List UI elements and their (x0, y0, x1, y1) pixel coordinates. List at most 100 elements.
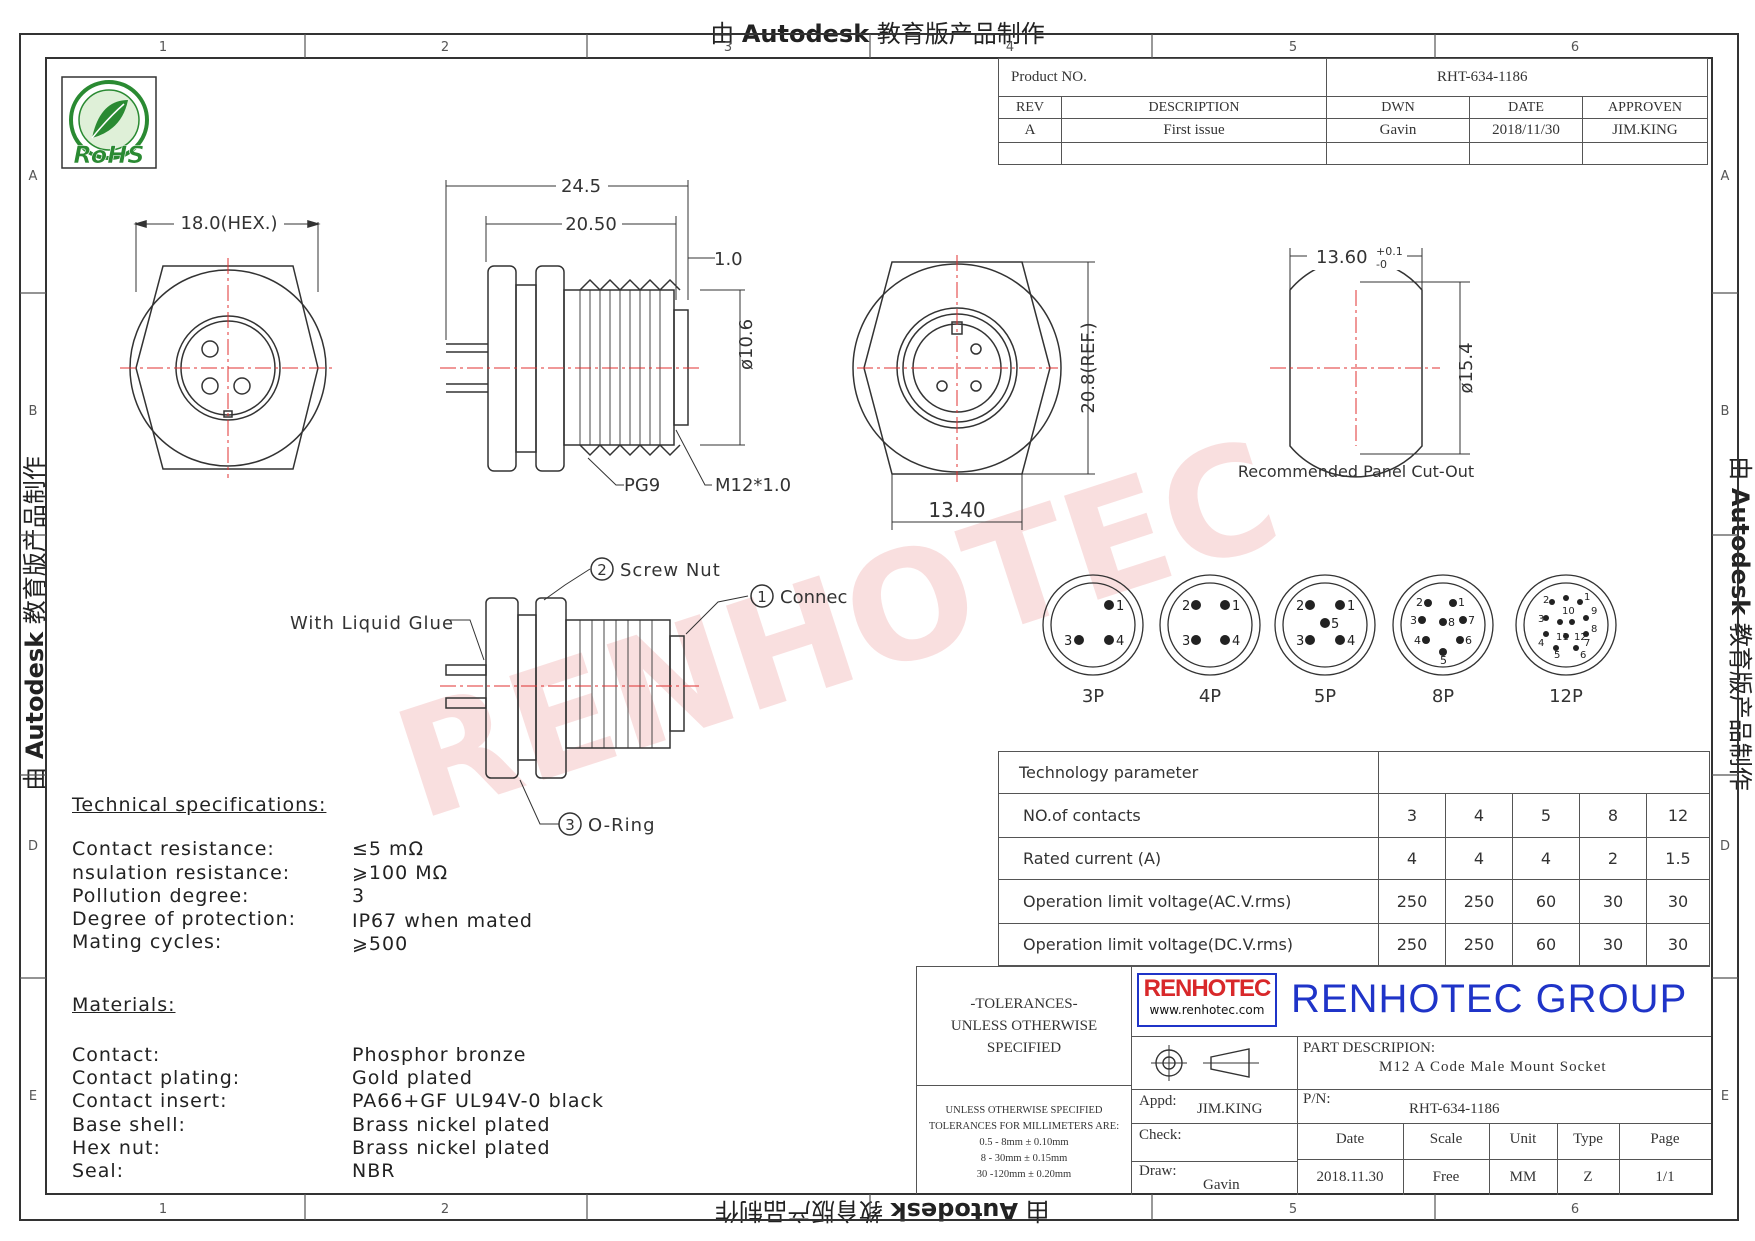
svg-text:3: 3 (1296, 634, 1304, 649)
svg-text:5: 5 (1554, 650, 1560, 661)
renhotec-logo: RENHOTEC www.renhotec.com (1137, 973, 1277, 1027)
svg-text:4: 4 (1414, 634, 1421, 647)
mat-v-2: PA66+GF UL94V-0 black (352, 1090, 604, 1112)
zone-col-6b: 6 (1571, 1202, 1579, 1217)
callout-2-num: 2 (597, 561, 607, 579)
svg-text:4: 4 (1347, 634, 1355, 649)
svg-text:4: 4 (1538, 638, 1544, 649)
pin-label-5p: 5P (1314, 686, 1336, 707)
dim-cutout-w: 13.60 (1316, 247, 1368, 268)
company-name: RENHOTEC GROUP (1291, 977, 1688, 1021)
spec-k-0: Contact resistance: (72, 838, 275, 860)
svg-text:2: 2 (1543, 595, 1549, 606)
pin-layouts (1042, 574, 1617, 676)
materials-heading: Materials: (72, 994, 176, 1016)
mat-k-1: Contact plating: (72, 1067, 241, 1089)
mat-v-3: Brass nickel plated (352, 1114, 551, 1136)
svg-text:5: 5 (1331, 617, 1339, 632)
bottom-title-block: -TOLERANCES- UNLESS OTHERWISE SPECIFIED … (916, 966, 1711, 1195)
zone-col-2: 2 (441, 40, 449, 55)
appd-label: Appd: (1139, 1093, 1177, 1109)
zone-col-1: 1 (159, 40, 167, 55)
tol-line-2: TOLERANCES FOR MILLIMETERS ARE: (928, 1121, 1120, 1132)
zone-col-5b: 5 (1289, 1202, 1297, 1217)
mat-k-0: Contact: (72, 1044, 161, 1066)
mat-v-1: Gold plated (352, 1067, 473, 1089)
tol-title-3: SPECIFIED (986, 1040, 1062, 1056)
svg-text:11: 11 (1556, 632, 1569, 643)
pin-dots (1074, 595, 1589, 656)
zone-col-4: 4 (1006, 40, 1014, 55)
dim-dia-thread: ø10.6 (736, 319, 757, 370)
dim-ref: 20.8(REF.) (1078, 322, 1099, 413)
svg-text:3: 3 (1182, 634, 1190, 649)
svg-text:1: 1 (1347, 599, 1355, 614)
callout-connector: Connec (780, 587, 847, 608)
tech-title: Technology parameter (998, 751, 1379, 794)
svg-text:2: 2 (1296, 599, 1304, 614)
callout-o-ring: O-Ring (588, 815, 656, 836)
specs-heading: Technical specifications: (72, 794, 327, 816)
mat-k-3: Base shell: (72, 1114, 186, 1136)
mat-k-4: Hex nut: (72, 1137, 161, 1159)
svg-text:1: 1 (1116, 599, 1124, 614)
rohs-logo-icon: RoHS (61, 76, 157, 169)
mat-k-2: Contact insert: (72, 1090, 228, 1112)
svg-text:1: 1 (1584, 592, 1590, 603)
svg-text:3: 3 (1410, 614, 1417, 627)
draw-value: Gavin (1203, 1177, 1240, 1193)
tech-parameter-table: Technology parameter NO.of contacts 3 4 … (998, 751, 1710, 966)
pn-label: P/N: (1303, 1091, 1331, 1107)
spec-v-1: ⩾100 MΩ (352, 862, 449, 884)
zone-row-e-r: E (1721, 1089, 1729, 1104)
tol-title-1: -TOLERANCES- (970, 996, 1078, 1012)
spec-v-3: IP67 when mated (352, 910, 533, 932)
part-desc-label: PART DESCRIPION: (1303, 1040, 1436, 1056)
dim-hex: 18.0(HEX.) (180, 213, 277, 234)
check-label: Check: (1139, 1127, 1182, 1143)
zone-row-a: A (29, 169, 38, 184)
svg-text:4: 4 (1116, 634, 1124, 649)
zone-col-1b: 1 (159, 1202, 167, 1217)
projection-symbol-icon (1151, 1045, 1259, 1081)
svg-text:8: 8 (1448, 616, 1455, 629)
mat-v-5: NBR (352, 1160, 396, 1182)
svg-text:RoHS: RoHS (73, 141, 144, 169)
pin-label-8p: 8P (1432, 686, 1454, 707)
svg-text:4: 4 (1232, 634, 1240, 649)
zone-row-d-r: D (1720, 839, 1730, 854)
mat-k-5: Seal: (72, 1160, 125, 1182)
dim-cutout-dia: ø15.4 (1456, 342, 1477, 393)
zone-row-e: E (29, 1089, 37, 1104)
zone-col-2b: 2 (441, 1202, 449, 1217)
callout-glue: With Liquid Glue (290, 613, 454, 634)
zone-row-b-r: B (1721, 404, 1730, 419)
dim-pg: PG9 (624, 475, 660, 496)
tol-line-1: UNLESS OTHERWISE SPECIFIED (945, 1105, 1103, 1116)
zone-row-d: D (28, 839, 38, 854)
spec-k-2: Pollution degree: (72, 885, 250, 907)
zone-col-5: 5 (1289, 40, 1297, 55)
spec-k-4: Mating cycles: (72, 931, 223, 953)
dim-len-body: 20.50 (565, 214, 617, 235)
title-block: Product NO. RHT-634-1186 REV DESCRIPTION… (998, 58, 1708, 165)
tol-title-2: UNLESS OTHERWISE (950, 1018, 1098, 1034)
dim-len-total: 24.5 (561, 176, 601, 197)
svg-text:1: 1 (1232, 599, 1240, 614)
draw-label: Draw: (1139, 1163, 1177, 1179)
dim-len-tip: 1.0 (714, 249, 743, 270)
pin-label-4p: 4P (1199, 686, 1221, 707)
spec-v-2: 3 (352, 885, 366, 907)
spec-k-3: Degree of protection: (72, 908, 297, 930)
svg-text:12: 12 (1574, 632, 1587, 643)
pin-label-12p: 12P (1549, 686, 1583, 707)
zone-col-6: 6 (1571, 40, 1579, 55)
zone-col-3: 3 (724, 40, 732, 55)
product-no: RHT-634-1186 (1326, 58, 1708, 97)
spec-v-4: ⩾500 (352, 933, 409, 955)
dim-thread: M12*1.0 (715, 475, 791, 496)
svg-text:7: 7 (1468, 614, 1475, 627)
dim-width: 13.40 (928, 498, 985, 522)
spec-v-0: ≤5 mΩ (352, 838, 425, 860)
